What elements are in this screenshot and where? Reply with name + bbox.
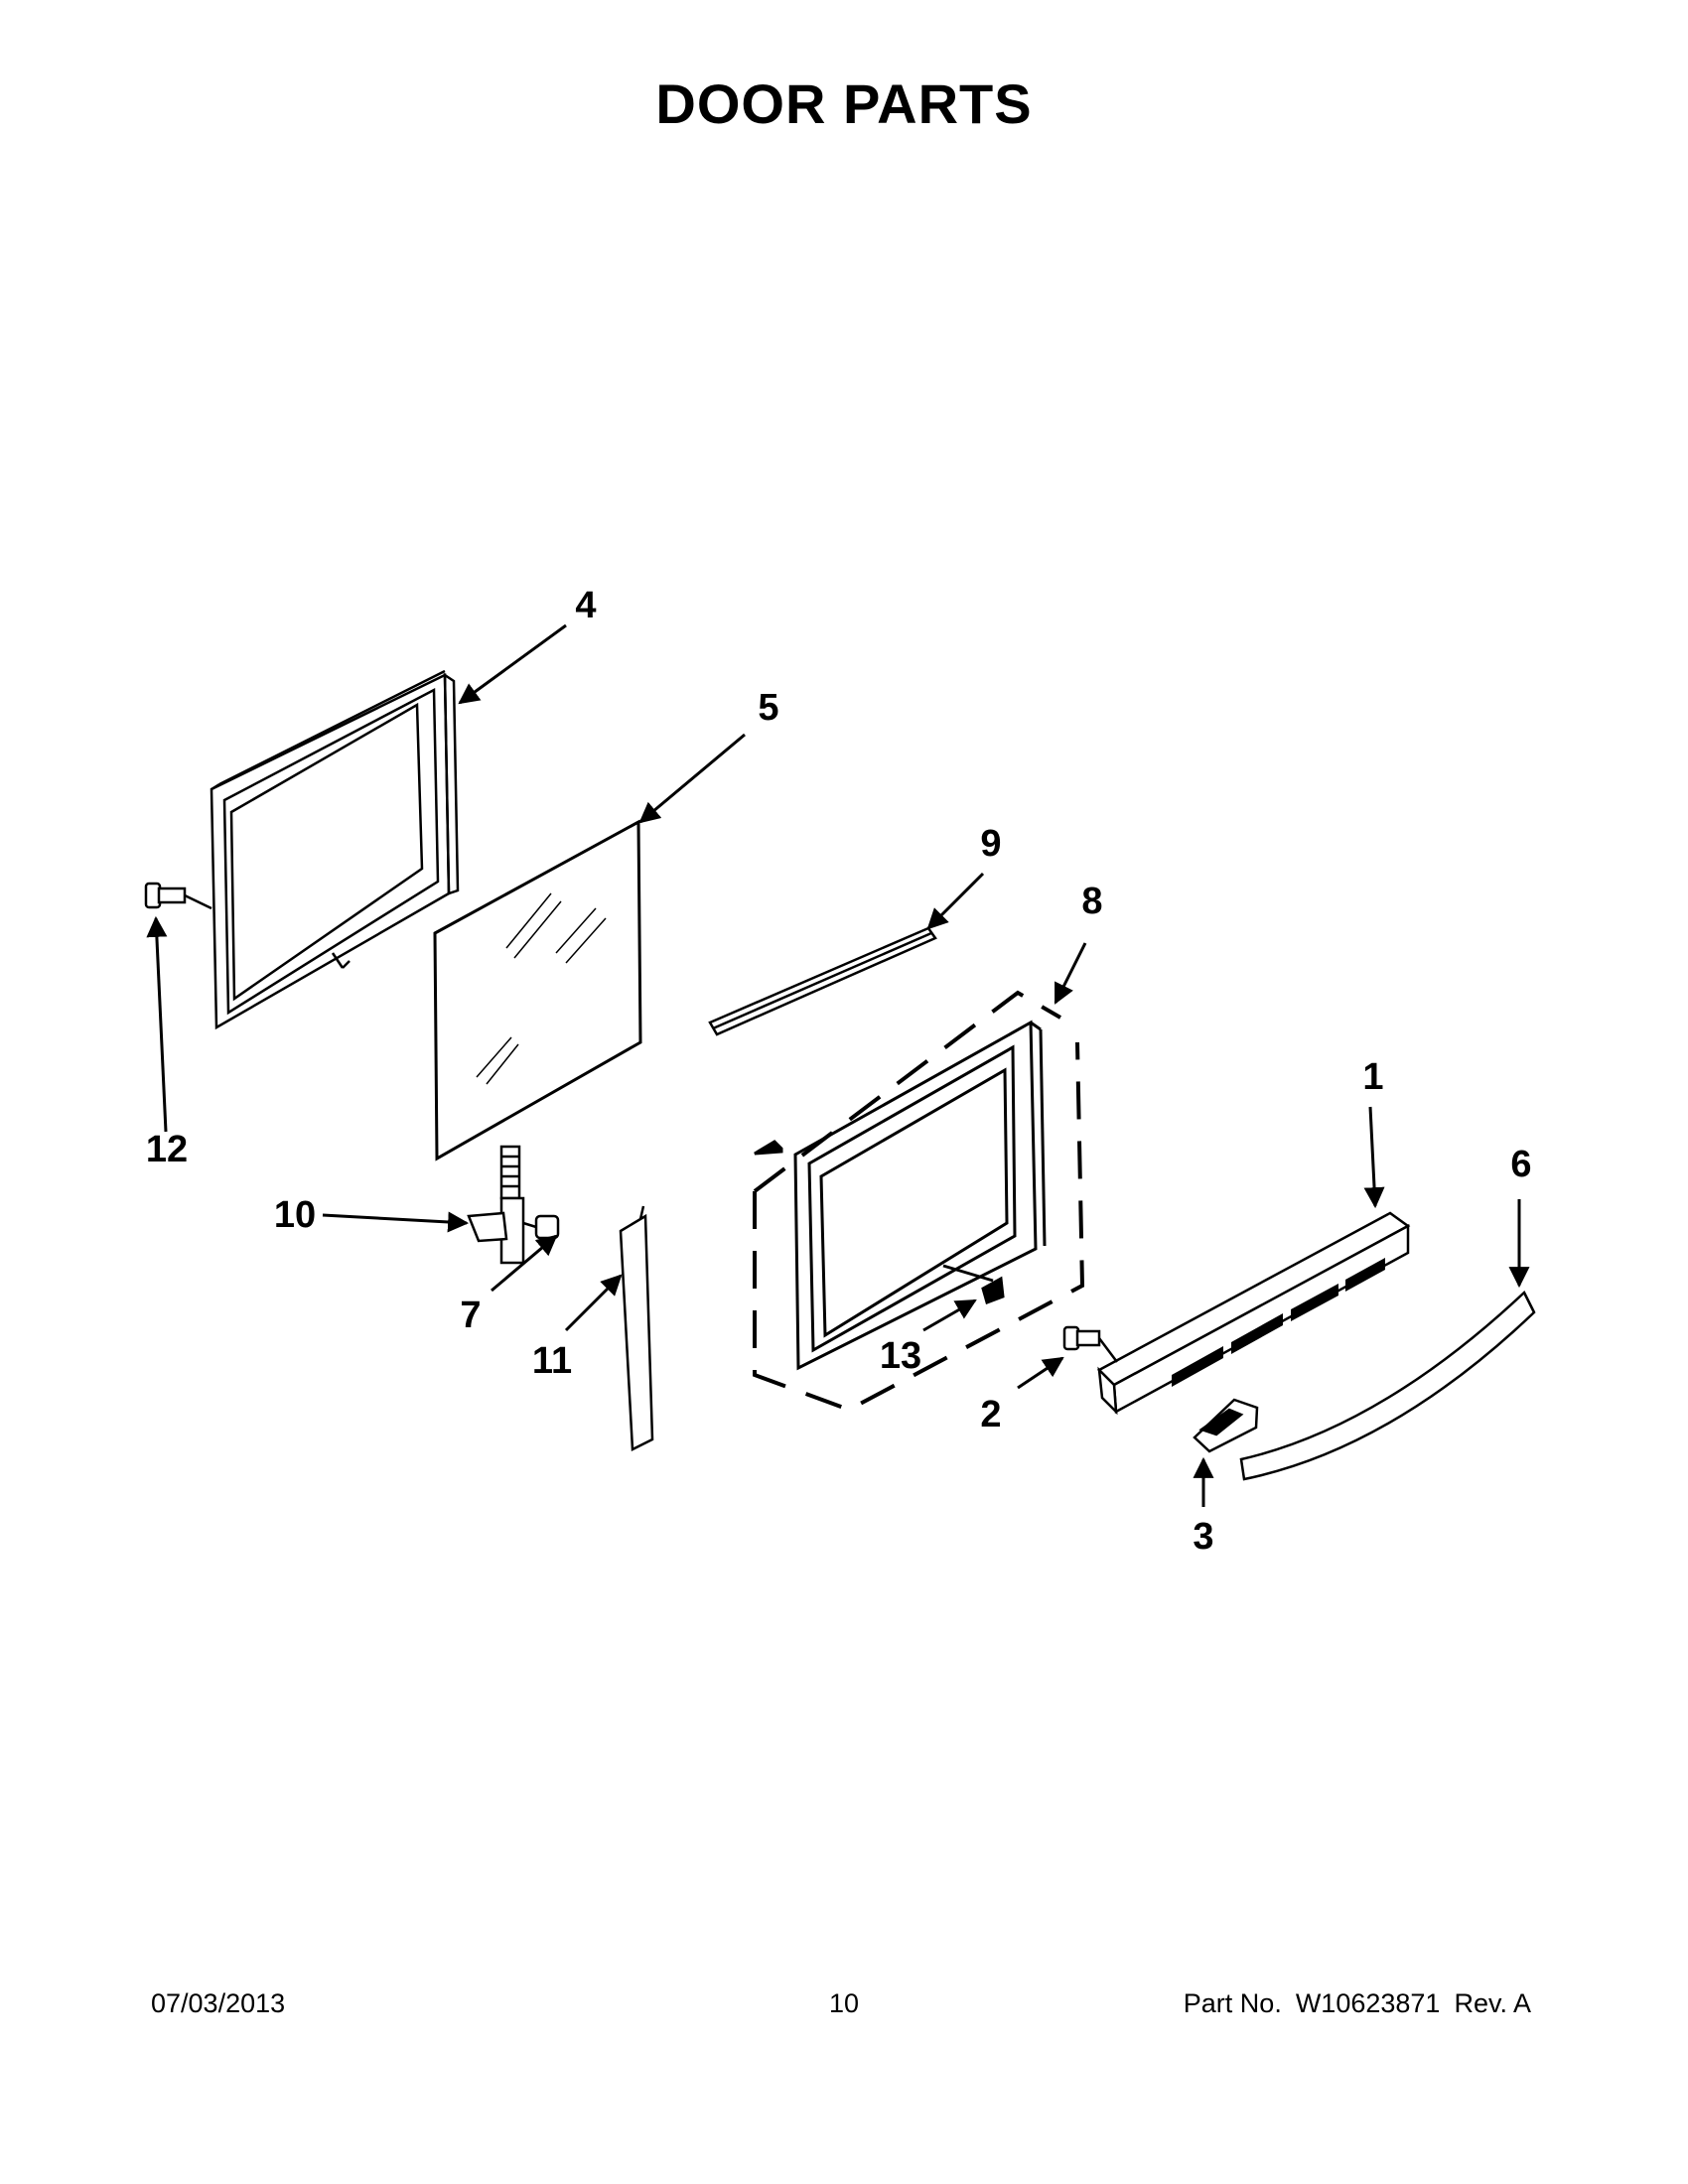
footer-date: 07/03/2013 xyxy=(151,1988,286,2018)
revision: Rev. A xyxy=(1454,1988,1531,2018)
footer-part-info: Part No. W10623871 Rev. A xyxy=(1170,1988,1531,2019)
callout-6: 6 xyxy=(1510,1144,1531,1185)
screw-12 xyxy=(144,882,212,910)
assembly-outline xyxy=(753,990,1085,1413)
vent-trim xyxy=(1096,1211,1411,1416)
leader-line-5 xyxy=(638,733,746,824)
door-handle xyxy=(1239,1290,1536,1481)
leader-line-10 xyxy=(322,1211,470,1233)
leader-line-8 xyxy=(1054,942,1087,1005)
glass-panel xyxy=(433,819,642,1161)
callout-1: 1 xyxy=(1362,1056,1383,1098)
handle-end-cap xyxy=(1193,1398,1259,1453)
callout-5: 5 xyxy=(758,687,778,729)
callout-11: 11 xyxy=(532,1340,572,1382)
side-bracket xyxy=(619,1205,654,1451)
top-trim-strip xyxy=(708,926,937,1036)
callout-7: 7 xyxy=(460,1295,481,1336)
leader-line-12 xyxy=(146,915,168,1133)
door-hinge xyxy=(467,1145,560,1265)
callout-10: 10 xyxy=(274,1194,316,1236)
part-label: Part No. xyxy=(1183,1988,1282,2018)
leader-line-2 xyxy=(1017,1356,1064,1390)
footer-page-number: 10 xyxy=(828,1988,860,2018)
callout-4: 4 xyxy=(575,585,596,626)
callout-8: 8 xyxy=(1081,881,1102,922)
leader-line-13 xyxy=(922,1298,977,1332)
callout-3: 3 xyxy=(1193,1516,1213,1558)
leader-line-7 xyxy=(491,1234,558,1293)
inner-door-frame xyxy=(210,669,460,1030)
callout-9: 9 xyxy=(980,823,1001,865)
screw-2 xyxy=(1062,1325,1118,1363)
leader-lines xyxy=(146,623,1530,1507)
callout-12: 12 xyxy=(146,1129,188,1170)
callout-2: 2 xyxy=(980,1394,1001,1435)
leader-line-4 xyxy=(458,623,567,705)
leader-line-11 xyxy=(564,1274,623,1332)
leader-line-9 xyxy=(926,872,985,930)
outer-door-panel xyxy=(754,1020,1047,1371)
callout-13: 13 xyxy=(880,1335,921,1377)
part-number: W10623871 xyxy=(1295,1988,1441,2018)
leader-line-1 xyxy=(1363,1106,1385,1209)
page-title: DOOR PARTS xyxy=(655,72,1033,135)
